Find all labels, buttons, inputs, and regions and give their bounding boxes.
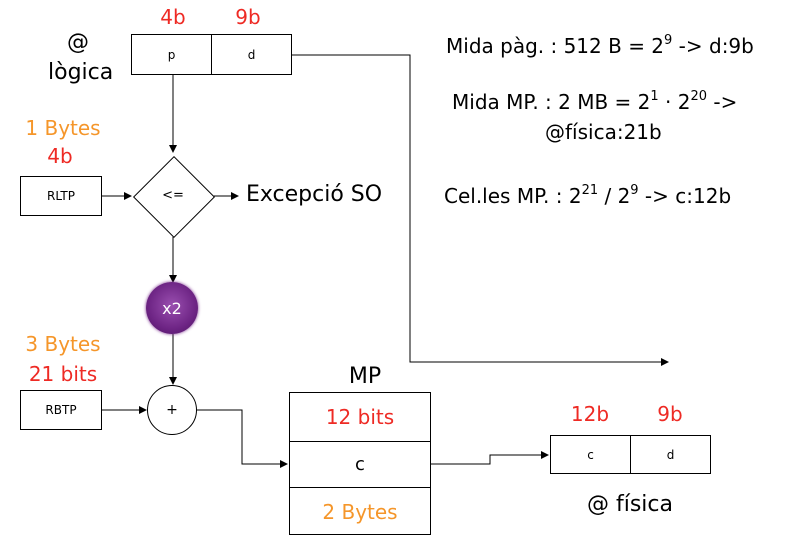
mp-row-entries: 12 bits — [290, 393, 430, 442]
rbtp-register: RBTP — [20, 390, 102, 430]
physical-address-label: @ física — [586, 492, 673, 517]
rltp-size-bits: 4b — [47, 144, 73, 168]
exception-label: Excepció SO — [246, 182, 383, 207]
cells-info: Cel.les MP. : 221 / 29 -> c:12b — [444, 183, 732, 208]
mem-size-info: Mida MP. : 2 MB = 21 · 220 -> — [452, 89, 738, 114]
physical-bits-info: @física:21b — [545, 120, 662, 144]
line-adder-to-mp — [197, 409, 288, 468]
physical-c-field: c — [550, 435, 631, 474]
logical-at-symbol: @ — [67, 30, 89, 55]
x2-label: x2 — [162, 298, 182, 318]
d-bits: 9b — [235, 5, 261, 29]
page-size-info: Mida pàg. : 512 B = 29 -> d:9b — [446, 33, 754, 58]
mp-title: MP — [348, 364, 382, 389]
x2-multiplier: x2 — [146, 282, 198, 334]
line-d-to-offset — [291, 54, 669, 366]
mp-row-c: c — [290, 442, 430, 488]
rltp-register: RLTP — [20, 176, 102, 216]
physical-d-field: d — [630, 435, 711, 474]
rbtp-size-bytes: 3 Bytes — [25, 332, 101, 356]
mp-row-size: 2 Bytes — [322, 499, 398, 524]
rltp-size-bytes: 1 Bytes — [25, 116, 101, 140]
rbtp-size-bits: 21 bits — [28, 362, 98, 386]
logical-d-field: d — [211, 34, 292, 75]
logical-address-label: @ lògica — [48, 28, 114, 88]
logical-p-field: p — [131, 34, 212, 75]
pd-bits: 9b — [657, 402, 683, 426]
mp-memory: 12 bits c 2 Bytes — [289, 392, 431, 535]
c-bits: 12b — [570, 402, 610, 426]
line-mp-to-frame — [431, 451, 549, 465]
adder-circle: + — [147, 385, 197, 435]
p-bits: 4b — [160, 5, 186, 29]
logical-word: lògica — [48, 60, 114, 85]
compare-symbol: <= — [162, 188, 184, 203]
